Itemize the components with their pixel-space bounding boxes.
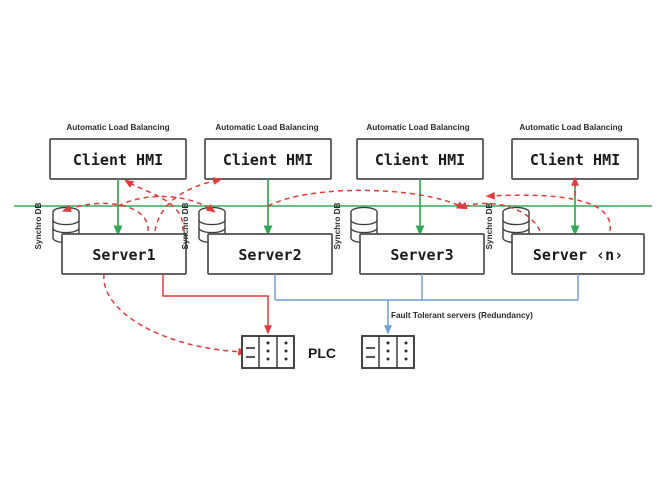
plc-device-1[interactable]: [241, 335, 295, 369]
synchro-db-label-2: Synchro DB: [181, 202, 190, 249]
redundancy-bus: [274, 274, 579, 335]
synchro-db-label-1: Synchro DB: [34, 202, 43, 249]
server-label-3: Server3: [390, 246, 453, 264]
fault-tolerant-caption: Fault Tolerant servers (Redundancy): [391, 311, 533, 320]
synchro-db-label-3: Synchro DB: [333, 202, 342, 249]
client-hmi-label-2: Client HMI: [223, 151, 313, 169]
server-box-1[interactable]: [61, 233, 187, 275]
client-hmi-label-4: Client HMI: [530, 151, 620, 169]
synchro-db-label-4: Synchro DB: [485, 202, 494, 249]
top-label-4: Automatic Load Balancing: [519, 123, 622, 132]
server-box-2[interactable]: [207, 233, 333, 275]
top-label-2: Automatic Load Balancing: [215, 123, 318, 132]
top-label-3: Automatic Load Balancing: [366, 123, 469, 132]
failover-connections: [61, 176, 611, 356]
plc-label: PLC: [308, 345, 336, 361]
column-client-server-3: Automatic Load Balancing Client HMI Sync…: [333, 123, 485, 275]
plc1-connection: [162, 274, 272, 335]
client-hmi-label-1: Client HMI: [73, 151, 163, 169]
column-client-server-4: Automatic Load Balancing Client HMI Sync…: [485, 123, 645, 275]
column-client-server-1: Automatic Load Balancing Client HMI Sync…: [34, 123, 187, 275]
top-label-1: Automatic Load Balancing: [66, 123, 169, 132]
server-label-2: Server2: [238, 246, 301, 264]
server-label-4: Server ‹n›: [533, 246, 623, 264]
plc-device-2[interactable]: [361, 335, 415, 369]
column-client-server-2: Automatic Load Balancing Client HMI Sync…: [181, 123, 333, 275]
client-hmi-label-3: Client HMI: [375, 151, 465, 169]
server-label-1: Server1: [92, 246, 155, 264]
